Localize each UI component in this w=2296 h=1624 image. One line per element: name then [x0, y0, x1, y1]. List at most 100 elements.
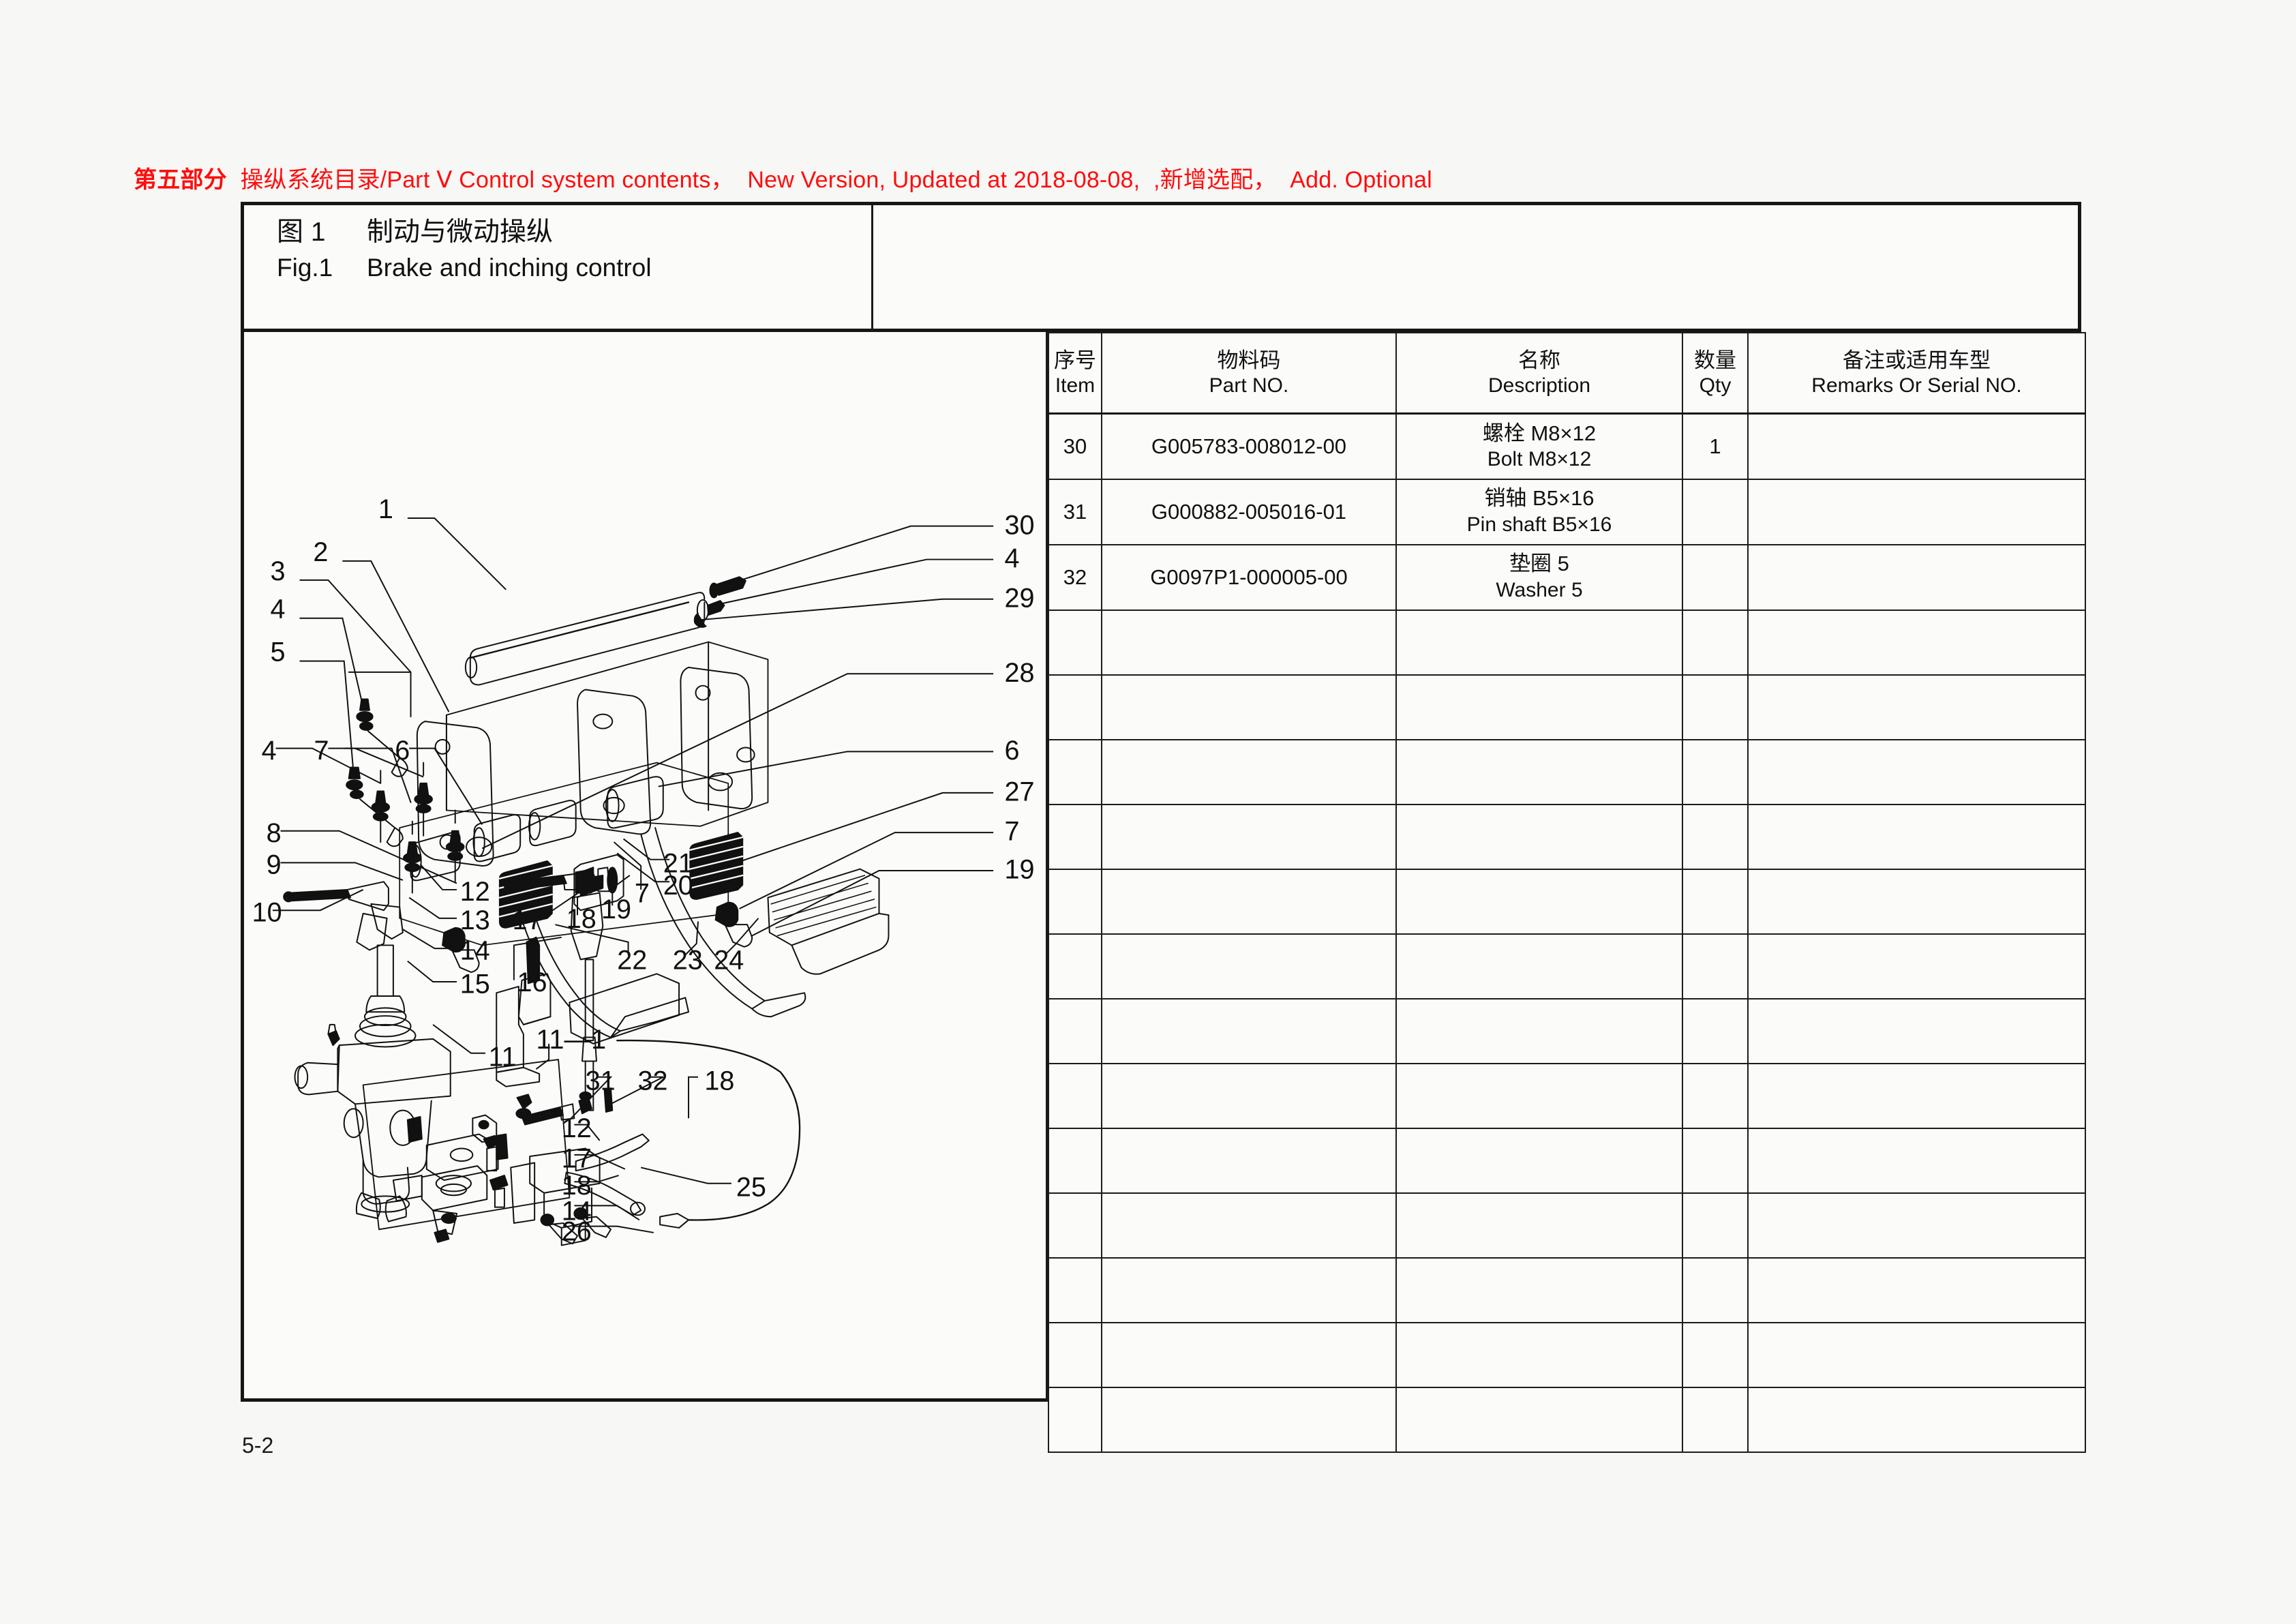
cell-qty — [1682, 478, 1749, 545]
callout-7-right: 7 — [1004, 817, 1019, 847]
document-header: 第五部分 操纵系统目录/Part Ⅴ Control system conten… — [134, 161, 1439, 194]
title-band-divider — [871, 205, 873, 332]
table-row-empty[interactable] — [1048, 1127, 2086, 1194]
cell-item: 32 — [1048, 543, 1102, 611]
callout-11-1: 11—1 — [536, 1025, 606, 1055]
col-header-item-cn: 序号 — [1054, 348, 1096, 372]
cell-qty — [1682, 933, 1749, 999]
callout-14-lower: 14 — [562, 1196, 592, 1226]
table-row-empty[interactable] — [1048, 868, 2086, 935]
cell-part-no — [1101, 1386, 1397, 1453]
cell-qty — [1682, 1257, 1749, 1323]
table-row-empty[interactable] — [1048, 1192, 2086, 1259]
cell-description — [1395, 997, 1683, 1064]
cell-qty — [1682, 1127, 1749, 1194]
header-addition-en: Add. Optional — [1290, 167, 1432, 193]
callout-labels: 1 2 3 4 5 30 4 29 28 6 27 7 19 4 7 6 8 — [252, 494, 1035, 1247]
callout-9: 9 — [267, 850, 282, 880]
table-row-empty[interactable] — [1048, 738, 2086, 805]
table-row-empty[interactable] — [1048, 997, 2086, 1064]
callout-24: 24 — [714, 945, 744, 975]
table-row-empty[interactable] — [1048, 674, 2086, 740]
callout-11: 11 — [489, 1042, 517, 1072]
cell-description — [1395, 738, 1683, 805]
cell-item — [1048, 868, 1102, 935]
callout-20: 20 — [663, 871, 693, 901]
exploded-assembly-drawing: 1 2 3 4 5 30 4 29 28 6 27 7 19 4 7 6 8 — [244, 332, 1048, 1402]
cell-part-no — [1101, 609, 1397, 676]
figure-title-text: 图 1 制动与微动操纵 Fig.1 Brake and inching cont… — [277, 219, 652, 290]
cell-part-no — [1101, 674, 1397, 740]
cell-description — [1395, 1386, 1683, 1453]
callout-12-upper: 12 — [460, 877, 490, 907]
cell-part-no — [1101, 997, 1397, 1064]
callout-7-mid: 7 — [314, 736, 329, 766]
cell-remarks — [1747, 1386, 2086, 1453]
callout-6-right: 6 — [1004, 736, 1019, 766]
cell-item — [1048, 1062, 1102, 1129]
cell-part-no — [1101, 1321, 1397, 1388]
cell-part-no: G000882-005016-01 — [1101, 478, 1397, 545]
catalog-sheet: 图 1 制动与微动操纵 Fig.1 Brake and inching cont… — [241, 202, 2086, 1453]
table-row-empty[interactable] — [1048, 933, 2086, 999]
col-header-qty: 数量 Qty — [1682, 332, 1749, 415]
figure-title-band: 图 1 制动与微动操纵 Fig.1 Brake and inching cont… — [244, 205, 2078, 332]
part-inching-pedal — [521, 914, 690, 1044]
cell-description — [1395, 803, 1683, 870]
callout-17-lower: 17 — [562, 1143, 592, 1173]
col-header-part-no: 物料码 Part NO. — [1101, 332, 1397, 415]
col-header-part-no-cn: 物料码 — [1217, 348, 1281, 372]
callout-10: 10 — [252, 898, 282, 928]
callout-12-lower: 12 — [562, 1113, 592, 1143]
cell-remarks — [1747, 933, 2086, 999]
callout-18-lower: 18 — [704, 1066, 734, 1096]
figure-name-en: Brake and inching control — [367, 254, 652, 282]
header-row: 序号 Item 物料码 Part NO. 名称 — [1048, 332, 2086, 415]
page-number: 5-2 — [242, 1433, 274, 1458]
callout-27: 27 — [1004, 777, 1034, 807]
sheet-body: 1 2 3 4 5 30 4 29 28 6 27 7 19 4 7 6 8 — [244, 332, 2086, 1453]
cell-qty — [1682, 997, 1749, 1064]
cell-part-no — [1101, 868, 1397, 935]
cell-qty — [1682, 803, 1749, 870]
table-row-empty[interactable] — [1048, 609, 2086, 676]
callout-8: 8 — [267, 818, 282, 848]
table-row-empty[interactable] — [1048, 803, 2086, 870]
figure-label-en: Fig.1 — [277, 254, 333, 282]
table-row-empty[interactable] — [1048, 1321, 2086, 1388]
cell-item — [1048, 803, 1102, 870]
cell-part-no — [1101, 1257, 1397, 1323]
part-brake-pedal — [640, 827, 890, 1018]
table-row-empty[interactable] — [1048, 1386, 2086, 1453]
cell-remarks — [1747, 868, 2086, 935]
table-row-empty[interactable] — [1048, 1257, 2086, 1323]
part-master-cylinder — [283, 881, 451, 1222]
cell-part-no — [1101, 803, 1397, 870]
callout-18-bottom: 18 — [562, 1171, 592, 1201]
cell-qty — [1682, 738, 1749, 805]
cell-remarks — [1747, 1321, 2086, 1388]
part-top-fasteners — [693, 576, 746, 628]
cell-remarks — [1747, 1062, 2086, 1129]
cell-item: 31 — [1048, 478, 1102, 545]
callout-19-right: 19 — [1004, 855, 1034, 885]
description-cn: 螺栓 M8×12 — [1482, 421, 1597, 445]
table-row-empty[interactable] — [1048, 1062, 2086, 1129]
cell-remarks — [1747, 1257, 2086, 1323]
cell-part-no — [1101, 738, 1397, 805]
figure-label-cn: 图 1 — [277, 217, 326, 247]
callout-15: 15 — [460, 969, 490, 999]
part-mount-bracket — [416, 641, 769, 867]
parts-table-pane: 序号 Item 物料码 Part NO. 名称 — [1048, 332, 2086, 1453]
cell-remarks — [1747, 1127, 2086, 1194]
cell-remarks — [1747, 803, 2086, 870]
cell-description — [1395, 933, 1683, 999]
callout-3: 3 — [271, 556, 286, 586]
callout-22: 22 — [617, 945, 647, 975]
figure-name-cn: 制动与微动操纵 — [367, 217, 554, 247]
